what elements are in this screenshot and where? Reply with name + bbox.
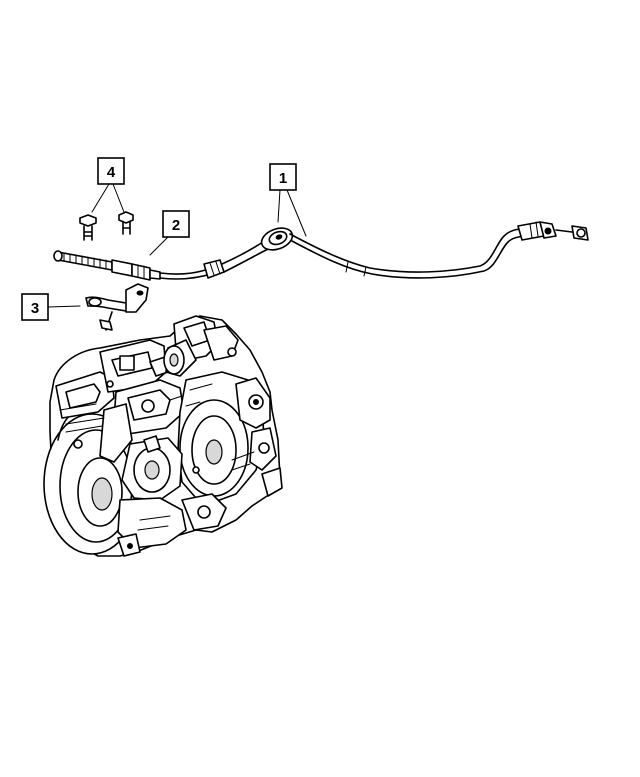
callout-4: 4 [91,157,125,213]
bracket [85,283,149,331]
callout-2-label: 2 [172,217,180,234]
callout-2: 2 [149,210,190,256]
transmission-assembly [43,315,283,557]
shift-cable [53,221,589,281]
callout-1-label: 1 [279,170,287,187]
bolt-right-icon [118,211,134,235]
callout-1: 1 [269,163,307,237]
callout-4-label: 4 [107,164,116,181]
callout-3-label: 3 [31,300,39,317]
callout-3: 3 [21,293,81,321]
bolt-left-icon [79,214,97,241]
